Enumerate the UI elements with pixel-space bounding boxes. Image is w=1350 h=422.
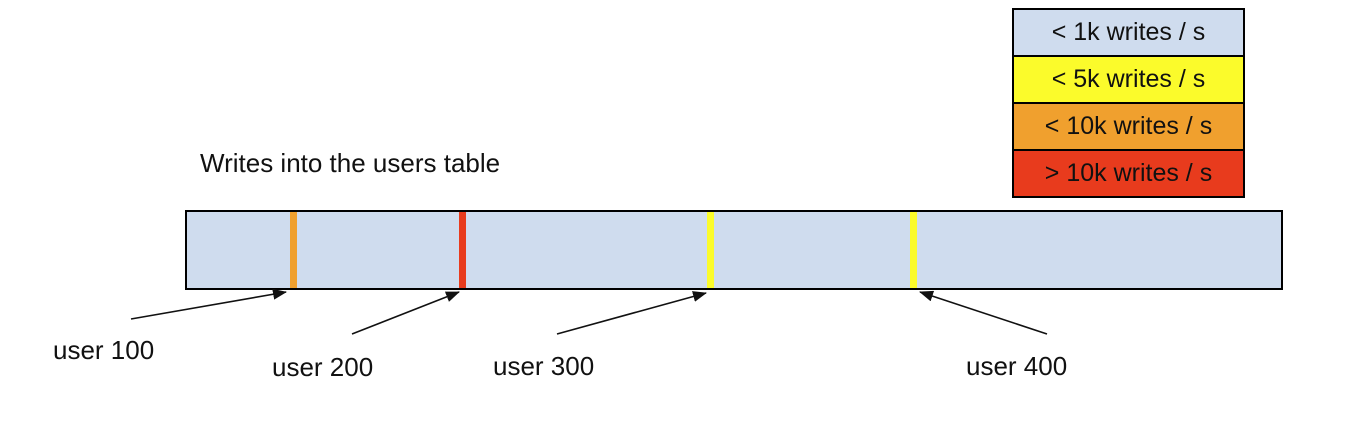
legend-label-gt-10k: > 10k writes / s: [1044, 159, 1213, 187]
legend-label-lt-5k: < 5k writes / s: [1051, 65, 1206, 93]
hotspot-marker-user-100: [290, 212, 297, 288]
label-user-100: user 100: [53, 335, 155, 365]
arrow-user-300: [556, 291, 707, 335]
users-table-bar: [185, 210, 1283, 290]
label-user-300: user 300: [493, 351, 595, 381]
hotspot-marker-user-200: [459, 212, 466, 288]
hotspot-marker-user-300: [707, 212, 714, 288]
legend-row-lt-5k: < 5k writes / s: [1012, 55, 1245, 104]
label-user-400: user 400: [966, 351, 1068, 381]
diagram-title: Writes into the users table: [200, 148, 501, 178]
legend-row-lt-10k: < 10k writes / s: [1012, 102, 1245, 151]
arrow-user-400: [919, 290, 1048, 335]
arrow-user-200: [351, 291, 460, 335]
legend-row-gt-10k: > 10k writes / s: [1012, 149, 1245, 198]
legend-row-lt-1k: < 1k writes / s: [1012, 8, 1245, 57]
legend-label-lt-1k: < 1k writes / s: [1051, 18, 1206, 46]
hotspot-marker-user-400: [910, 212, 917, 288]
label-user-200: user 200: [272, 352, 374, 382]
arrow-user-100: [130, 288, 287, 320]
legend-label-lt-10k: < 10k writes / s: [1044, 112, 1213, 140]
legend: < 1k writes / s < 5k writes / s < 10k wr…: [1012, 8, 1245, 198]
